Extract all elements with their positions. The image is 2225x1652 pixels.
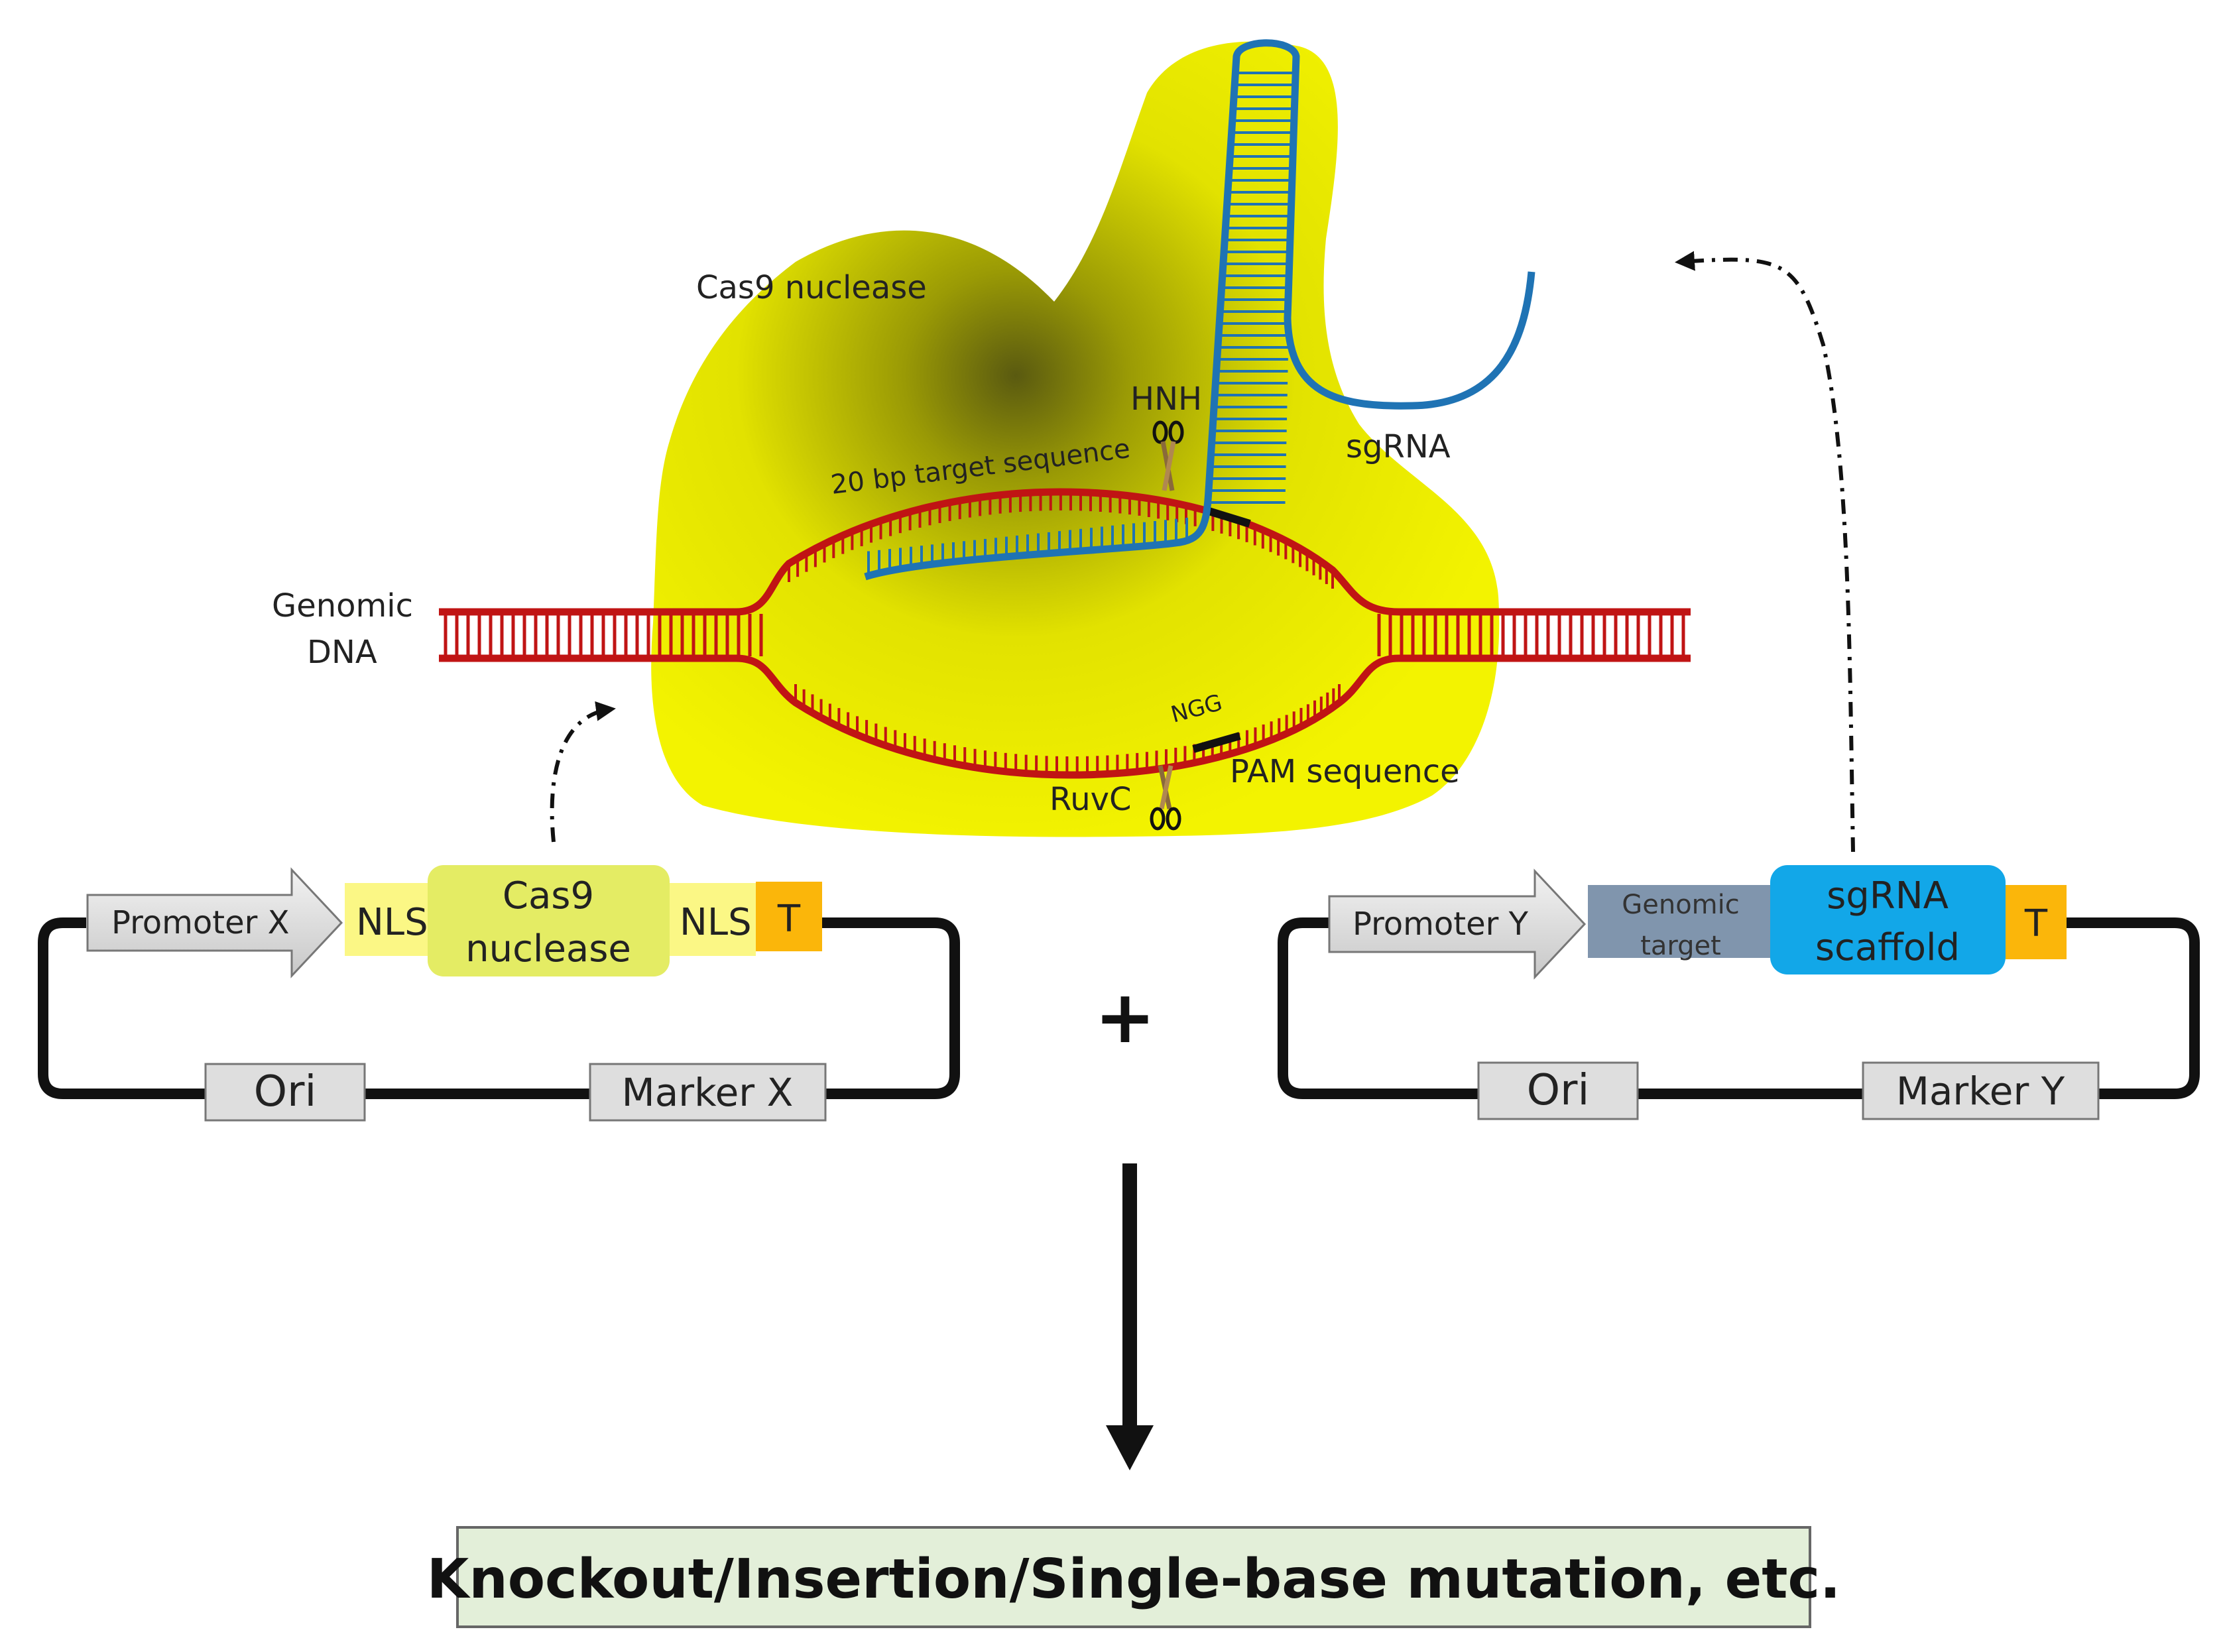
pam-sequence-label: PAM sequence	[1230, 753, 1460, 790]
genomic-target-label-line1: Genomic	[1622, 890, 1740, 920]
genomic-target-label-line2: target	[1640, 931, 1721, 961]
ori-x-label: Ori	[254, 1067, 316, 1116]
sgrna-molecule	[864, 39, 1535, 581]
terminator-y-box	[2006, 885, 2067, 959]
nls-right-box	[670, 883, 756, 956]
terminator-y-label: T	[2024, 902, 2048, 945]
result-label: Knockout/Insertion/Single-base mutation,…	[427, 1548, 1840, 1611]
ori-y-label: Ori	[1527, 1066, 1589, 1115]
dashed-arrow-sgrna-to-protein	[1675, 251, 1855, 853]
hnh-scissors-icon	[1152, 420, 1184, 491]
nls-left-box	[345, 883, 428, 956]
sgrna-scaffold-box	[1770, 865, 2006, 974]
pam-segment-top	[1205, 506, 1251, 528]
marker-x-box	[589, 1063, 827, 1122]
sgrna-backbone	[864, 39, 1535, 581]
genomic-target-box	[1588, 885, 1774, 958]
down-arrow-shaft	[1122, 1163, 1137, 1442]
dna-bottom-strand	[439, 654, 1691, 779]
pam-segment-bottom	[1192, 732, 1241, 753]
sgrna-label: sgRNA	[1346, 428, 1451, 465]
nls-left-label: NLS	[356, 901, 428, 944]
plasmid-y: Promoter Y Genomic target sgRNA scaffold…	[1278, 865, 2200, 1120]
ruvc-scissors-icon	[1150, 765, 1181, 831]
ori-y-box	[1477, 1061, 1639, 1120]
sgrna-stem-rungs	[1208, 72, 1294, 504]
marker-y-box	[1862, 1061, 2100, 1120]
cas9-gene-box	[428, 865, 670, 976]
plasmid-x-backbone	[38, 917, 960, 1099]
terminator-x-label: T	[777, 898, 801, 941]
cas9-nuclease-label: Cas9 nuclease	[696, 269, 927, 306]
promoter-x-arrow	[86, 867, 343, 978]
terminator-x-box	[756, 882, 822, 951]
ruvc-label: RuvC	[1050, 781, 1132, 818]
marker-x-label: Marker X	[622, 1070, 794, 1115]
plasmid-x: Promoter X NLS NLS Cas9 nuclease T Ori M…	[38, 865, 960, 1122]
plus-sign: +	[1095, 974, 1156, 1059]
cas9-gene-label-line1: Cas9	[503, 874, 594, 917]
sgrna-scaffold-label-line1: sgRNA	[1827, 874, 1949, 917]
genomic-dna-strands	[439, 488, 1691, 779]
ori-x-box	[204, 1063, 366, 1122]
sgrna-scaffold-label-line2: scaffold	[1815, 926, 1960, 969]
dna-top-strand	[439, 488, 1691, 616]
marker-y-label: Marker Y	[1896, 1069, 2065, 1114]
plasmid-y-backbone	[1278, 917, 2200, 1099]
nls-right-label: NLS	[680, 901, 752, 944]
genomic-dna-label-line1: Genomic	[272, 587, 413, 624]
promoter-x-label: Promoter X	[111, 904, 290, 941]
result-box	[456, 1526, 1811, 1628]
promoter-y-label: Promoter Y	[1353, 906, 1529, 943]
down-arrow-head	[1106, 1425, 1154, 1470]
down-arrow	[1106, 1163, 1154, 1470]
dashed-arrow-cas9-to-protein	[550, 701, 616, 843]
cas9-gene-label-line2: nuclease	[465, 927, 631, 971]
hnh-label: HNH	[1130, 381, 1202, 418]
promoter-y-arrow	[1328, 868, 1587, 980]
genomic-dna-label-line2: DNA	[307, 634, 377, 671]
